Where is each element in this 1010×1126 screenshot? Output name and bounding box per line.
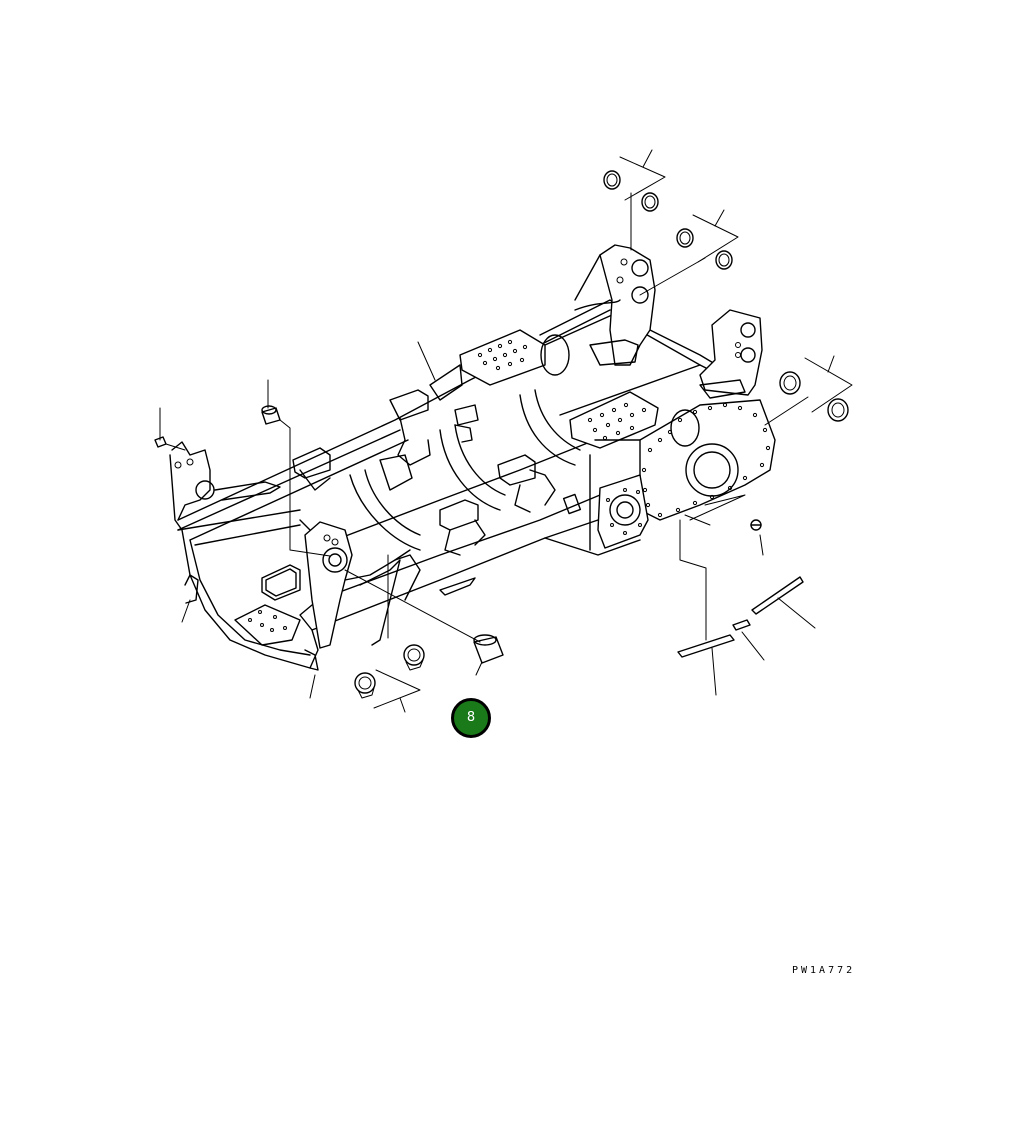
loose-parts bbox=[154, 170, 849, 699]
leader-lines bbox=[159, 149, 853, 713]
callout-badge-8[interactable]: 8 bbox=[451, 698, 491, 738]
drawing-code-label: PW1A772 bbox=[792, 965, 856, 976]
main-frame bbox=[169, 244, 776, 671]
